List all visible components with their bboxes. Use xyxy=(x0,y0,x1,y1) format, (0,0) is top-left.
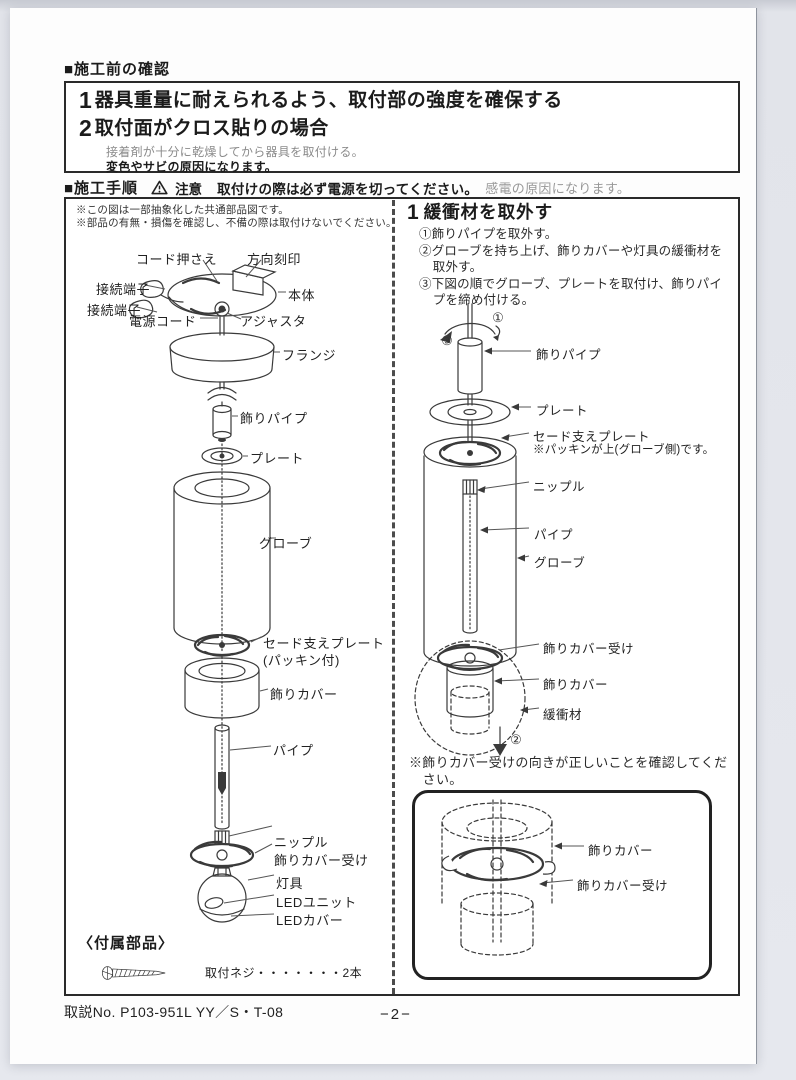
lamp-unit-drawing xyxy=(197,867,247,923)
part-label-decorative-cover: 飾りカバー xyxy=(270,687,338,702)
item-number: 2 xyxy=(79,115,92,141)
decorative-cover-assembly xyxy=(446,660,494,735)
plate-assembly xyxy=(429,393,511,443)
decorative-pipe-assembly xyxy=(457,303,483,395)
svg-text:②: ② xyxy=(510,732,522,747)
asm-label-globe: グローブ xyxy=(534,556,586,570)
leader-lines xyxy=(477,347,540,714)
item-number: 1 xyxy=(79,87,92,113)
part-label-led-cover: LEDカバー xyxy=(276,913,344,928)
part-label-shade-plate: セード支えプレート xyxy=(263,636,385,651)
svg-text:③: ③ xyxy=(441,333,453,348)
part-label-pipe: パイプ xyxy=(273,743,314,758)
part-label-flange: フランジ xyxy=(282,348,337,363)
receiver-propeller xyxy=(441,846,556,882)
asm-label-nipple: ニップル xyxy=(533,480,586,494)
cushion-material-outline xyxy=(414,640,526,756)
diagram-note-1: ※この図は一部抽象化した共通部品図です。 xyxy=(76,204,289,216)
step-number: 1 xyxy=(407,201,419,224)
page-number: −2− xyxy=(380,1006,412,1023)
procedure-header: ■施工手順 注意 取付けの際は必ず電源を切ってください。 感電の原因になります。 xyxy=(64,177,630,198)
rotation-arrow: ① ③ xyxy=(440,310,504,348)
step1-instructions: ①飾りパイプを取外す。 ②グローブを持ち上げ、飾りカバーや灯具の緩衝材を取外す。… xyxy=(419,226,725,309)
inset-label-decorative-cover: 飾りカバー xyxy=(588,844,654,858)
leader-lines xyxy=(136,259,286,917)
part-label-plate: プレート xyxy=(250,451,305,466)
part-label-terminal-2: 接続端子 xyxy=(87,303,142,318)
item-title: 器具重量に耐えられるよう、取付部の強度を確保する xyxy=(94,90,563,111)
part-label-direction-mark: 方向刻印 xyxy=(247,252,302,267)
part-label-power-cord: 電源コード xyxy=(129,314,197,329)
item-title: 取付面がクロス貼りの場合 xyxy=(94,118,329,139)
part-label-adjuster: アジャスタ xyxy=(240,314,307,329)
svg-text:①: ① xyxy=(492,310,504,325)
shade-support-plate-drawing xyxy=(193,633,251,657)
pipe-drawing xyxy=(214,656,230,830)
asm-label-cover-receiver: 飾りカバー受け xyxy=(543,642,635,656)
column-divider xyxy=(392,200,395,994)
asm-label-cushion: 緩衝材 xyxy=(543,708,583,722)
part-label-packing: (パッキン付) xyxy=(263,653,340,668)
asm-label-packing-note: ※パッキンが上(グローブ側)です。 xyxy=(533,444,715,456)
asm-label-shade-plate: セード支えプレート xyxy=(533,430,651,444)
part-label-cover-receiver: 飾りカバー受け xyxy=(274,853,369,868)
nipple-pipe-assembly xyxy=(462,479,478,634)
decorative-pipe-drawing xyxy=(212,404,232,442)
step1-header: 1 緩衝材を取外す xyxy=(407,202,553,223)
instruction-line: ①飾りパイプを取外す。 xyxy=(419,227,558,241)
orientation-check-note: ※飾りカバー受けの向きが正しいことを確認してください。 xyxy=(409,755,728,787)
part-label-body: 本体 xyxy=(288,288,316,303)
adhesive-note: 接着剤が十分に乾燥してから器具を取付ける。 xyxy=(106,145,364,159)
asm-label-pipe: パイプ xyxy=(534,528,574,542)
asm-label-plate: プレート xyxy=(536,404,589,418)
orientation-inset-diagram xyxy=(441,799,584,956)
caution-text: 取付けの際は必ず電源を切ってください。 xyxy=(217,181,479,197)
globe-top-assembly xyxy=(423,436,517,667)
cover-receiver-assembly xyxy=(436,643,504,671)
caution-label: 注意 xyxy=(175,181,203,197)
asm-label-decorative-cover: 飾りカバー xyxy=(543,678,609,692)
accessories-heading: 〈付属部品〉 xyxy=(78,935,175,952)
procedure-heading: ■施工手順 xyxy=(64,180,139,197)
pre-check-item-1: 1 器具重量に耐えられるよう、取付部の強度を確保する xyxy=(79,89,563,112)
part-label-cord-holder: コード押さえ xyxy=(136,252,218,267)
pre-check-item-2: 2 取付面がクロス貼りの場合 xyxy=(79,117,329,140)
part-label-terminal-1: 接続端子 xyxy=(96,282,151,297)
mounting-screw-icon xyxy=(101,966,166,980)
globe-drawing xyxy=(173,443,271,654)
caution-subtext: 感電の原因になります。 xyxy=(485,181,631,196)
instruction-line: ②グローブを持ち上げ、飾りカバーや灯具の緩衝材を取外す。 xyxy=(419,243,723,275)
exploded-parts-diagram xyxy=(128,259,286,923)
diagram-note-2: ※部品の有無・損傷を確認し、不備の際は取付けないでください。 xyxy=(76,217,397,229)
flange-drawing xyxy=(169,332,275,390)
assembly-diagram: ① ③ xyxy=(414,303,540,756)
cover-receiver-drawing xyxy=(189,840,255,876)
leader-lines xyxy=(539,842,584,887)
screw-quantity-label: 取付ネジ・・・・・・・2本 xyxy=(205,966,363,980)
remove-down-arrow: ② xyxy=(493,726,522,756)
part-label-globe: グローブ xyxy=(259,536,313,551)
instruction-line: ③下図の順でグローブ、プレートを取付け、飾りパイプを締め付ける。 xyxy=(419,276,723,308)
pre-check-heading: ■施工前の確認 xyxy=(64,61,171,78)
part-label-lamp: 灯具 xyxy=(276,876,304,891)
asm-label-decorative-pipe: 飾りパイプ xyxy=(536,348,602,362)
step-title: 緩衝材を取外す xyxy=(423,202,554,222)
cord-break-symbol xyxy=(207,386,237,407)
part-label-led-unit: LEDユニット xyxy=(276,895,357,910)
orientation-inset-box xyxy=(412,790,712,980)
inset-label-cover-receiver: 飾りカバー受け xyxy=(577,879,669,893)
manual-number: 取説No. P103-951L YY／S・T-08 xyxy=(64,1004,284,1020)
pre-check-box: 1 器具重量に耐えられるよう、取付部の強度を確保する 2 取付面がクロス貼りの場… xyxy=(64,81,740,174)
part-label-decorative-pipe: 飾りパイプ xyxy=(240,411,308,426)
discoloration-note: 変色やサビの原因になります。 xyxy=(106,160,278,174)
warning-triangle-icon xyxy=(151,180,168,195)
part-label-nipple: ニップル xyxy=(274,835,329,850)
